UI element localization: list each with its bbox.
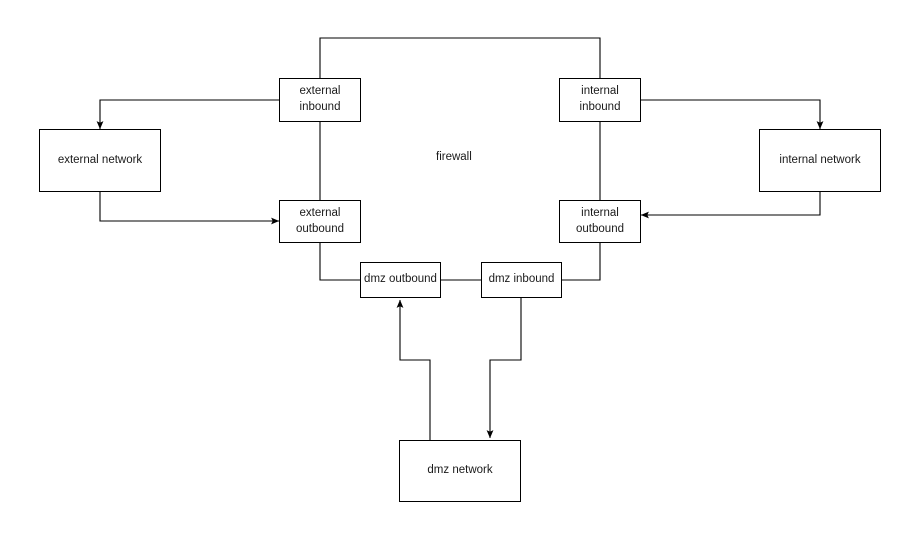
- edge-external-network-to-external-outbound: [99, 192, 280, 225]
- node-label: internal inbound: [579, 85, 621, 113]
- edge-dmz-network-to-dmz-outbound: [396, 299, 431, 440]
- edge-external-inbound-to-internal-inbound: [319, 37, 601, 78]
- node-external-network[interactable]: external network: [39, 129, 161, 192]
- edge-internal-network-to-internal-outbound: [640, 192, 821, 219]
- firewall-zone-label: firewall: [436, 151, 472, 163]
- edge-external-outbound-to-dmz-outbound: [319, 243, 360, 281]
- node-label: dmz network: [427, 464, 493, 477]
- node-dmz-outbound[interactable]: dmz outbound: [360, 262, 441, 298]
- edge-group: [96, 37, 824, 440]
- node-label: dmz inbound: [488, 273, 555, 286]
- node-external-outbound[interactable]: external outbound: [279, 200, 361, 243]
- node-label: dmz outbound: [364, 273, 437, 286]
- node-label: internal network: [779, 153, 861, 166]
- node-label: external outbound: [296, 206, 344, 235]
- edge-external-inbound-to-external-network: [96, 99, 279, 130]
- node-internal-outbound[interactable]: internal outbound: [559, 200, 641, 243]
- node-external-inbound[interactable]: external inbound: [279, 78, 361, 122]
- edge-dmz-inbound-to-dmz-network: [486, 298, 522, 439]
- node-dmz-inbound[interactable]: dmz inbound: [481, 262, 562, 298]
- node-internal-inbound[interactable]: internal inbound: [559, 78, 641, 122]
- node-label: external network: [57, 153, 143, 166]
- node-internal-network[interactable]: internal network: [759, 129, 881, 192]
- node-dmz-network[interactable]: dmz network: [399, 440, 521, 502]
- node-label: external inbound: [299, 85, 341, 113]
- edge-internal-outbound-to-dmz-inbound: [562, 243, 601, 281]
- edge-internal-inbound-to-internal-network: [641, 99, 824, 130]
- node-label: internal outbound: [576, 206, 624, 235]
